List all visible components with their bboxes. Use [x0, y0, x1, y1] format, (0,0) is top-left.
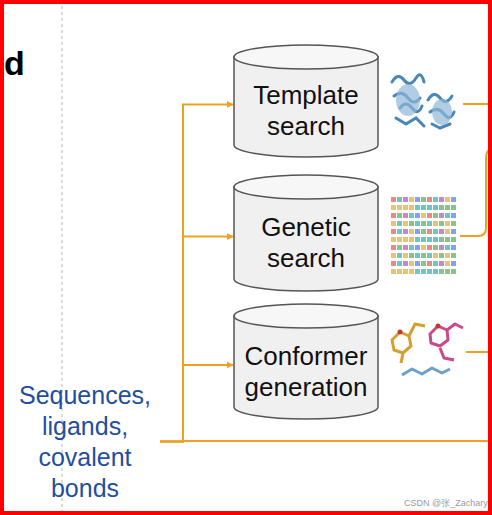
flow-arrow	[160, 104, 233, 441]
box-label: Conformer generation	[238, 341, 374, 403]
flow-arrow	[160, 237, 233, 442]
protein-icon	[392, 75, 454, 128]
database-cylinder: Genetic search	[233, 174, 379, 292]
msa-icon	[391, 197, 456, 274]
input-text: Sequences, ligands, covalent bonds	[8, 378, 162, 505]
flow-arrow	[160, 365, 233, 441]
panel-letter: d	[4, 44, 25, 83]
box-label: Template search	[238, 80, 374, 142]
database-cylinder: Template search	[233, 44, 379, 158]
input-label: Sequences, ligands, covalent bonds	[13, 380, 157, 504]
watermark: CSDN @张_Zachary	[404, 497, 488, 510]
database-cylinder: Conformer generation	[233, 303, 379, 420]
molecule-icon	[392, 324, 463, 375]
box-label: Genetic search	[238, 212, 374, 274]
